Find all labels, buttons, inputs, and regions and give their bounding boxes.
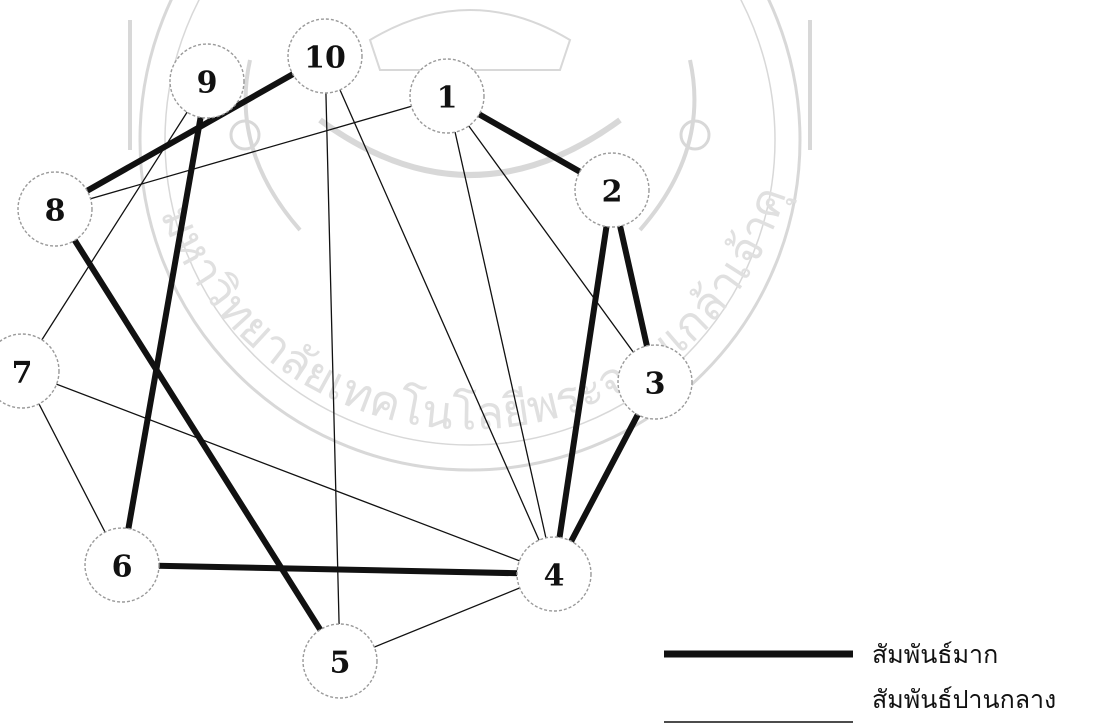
node-5: 5 [302,623,378,699]
node-circle-7 [0,333,60,409]
edge-10-5-moderate [324,55,341,662]
node-6: 6 [84,527,160,603]
node-circle-2 [574,152,650,228]
node-3: 3 [617,344,693,420]
node-4: 4 [516,536,592,612]
node-label-2: 2 [602,175,623,210]
node-circle-5 [302,623,378,699]
edge-5-4-moderate [339,573,555,662]
node-1: 1 [409,58,485,134]
edge-1-4-moderate [446,95,555,575]
node-8: 8 [17,171,93,247]
node-label-7: 7 [12,356,33,391]
node-circle-8 [17,171,93,247]
edge-8-5-strong [52,206,343,664]
node-circle-10 [287,18,363,94]
edge-2-4-strong [551,187,615,577]
node-2: 2 [574,152,650,228]
edge-9-6-strong [119,78,210,568]
edge-10-4-moderate [324,55,555,575]
node-7: 7 [0,333,60,409]
legend-moderate-label: สัมพันธ์ปานกลาง [872,685,1056,714]
edge-1-3-moderate [446,95,656,383]
node-label-6: 6 [112,550,133,585]
node-9: 9 [169,43,245,119]
university-seal-watermark: มหาวิทยาลัยเทคโนโลยีพระจอมเกล้าเจ้าคุณทห… [0,0,812,472]
node-label-5: 5 [330,646,351,681]
node-label-3: 3 [645,367,666,402]
node-label-1: 1 [437,81,458,116]
nodes-layer: 1 2 3 4 5 6 7 8 9 10 [0,18,693,699]
node-label-8: 8 [45,194,66,229]
legend-strong-label: สัมพันธ์มาก [872,640,998,669]
node-circle-4 [516,536,592,612]
node-circle-9 [169,43,245,119]
edge-7-4-moderate [21,370,555,575]
node-circle-1 [409,58,485,134]
node-label-4: 4 [544,559,565,594]
edge-10-8-strong [52,53,328,212]
node-10: 10 [287,18,363,94]
node-label-9: 9 [197,66,218,101]
node-label-10: 10 [304,41,346,76]
node-circle-6 [84,527,160,603]
edge-9-7-moderate [21,80,208,372]
legend: สัมพันธ์มาก สัมพันธ์ปานกลาง [664,640,1056,723]
node-circle-3 [617,344,693,420]
edge-1-8-moderate [54,95,448,210]
